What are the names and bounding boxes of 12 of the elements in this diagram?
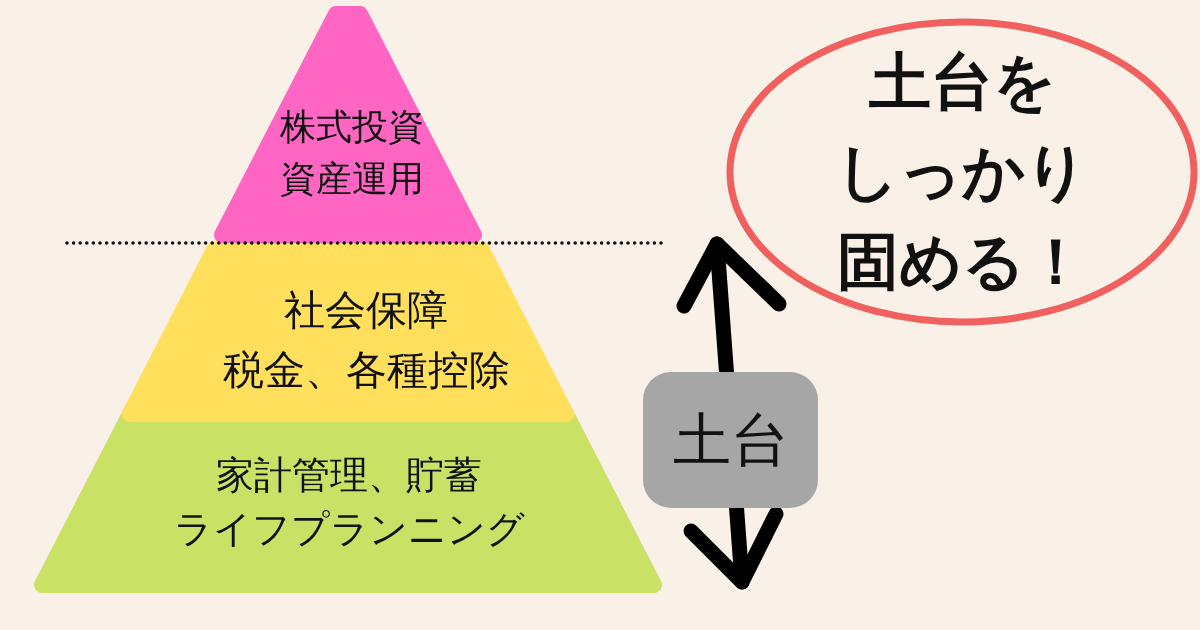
callout-text: しっかり [836, 141, 1088, 203]
label-box: 土台 [643, 372, 818, 508]
tier-label: 株式投資 [280, 109, 424, 145]
tier-label: 税金、各種控除 [222, 349, 510, 391]
pyramid-tier [212, 6, 484, 243]
tier-label: ライフプランニング [173, 510, 525, 548]
tier-label: 社会保障 [284, 289, 448, 331]
callout-ellipse [726, 18, 1198, 326]
callout-text: 固める！ [837, 231, 1087, 293]
callout-text: 土台を [868, 51, 1056, 113]
tier-label: 家計管理、貯蓄 [216, 456, 482, 494]
tier-label: 資産運用 [280, 161, 424, 197]
